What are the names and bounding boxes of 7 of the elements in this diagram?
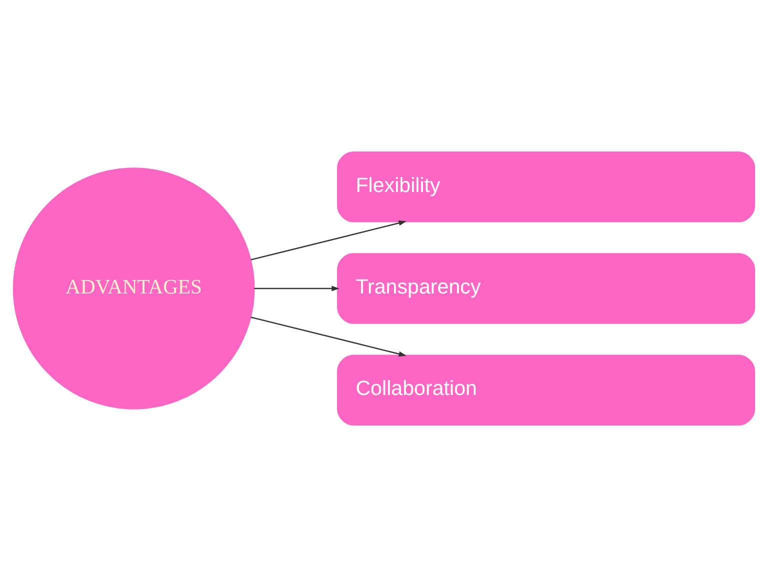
arrow: [250, 316, 406, 356]
node-box: Collaboration: [337, 354, 756, 425]
arrow: [250, 220, 406, 260]
node-circle: ADVANTAGES: [12, 167, 255, 409]
arrow: [254, 285, 340, 291]
node-box: Transparency: [337, 252, 756, 324]
node-box: Flexibility: [337, 151, 756, 222]
